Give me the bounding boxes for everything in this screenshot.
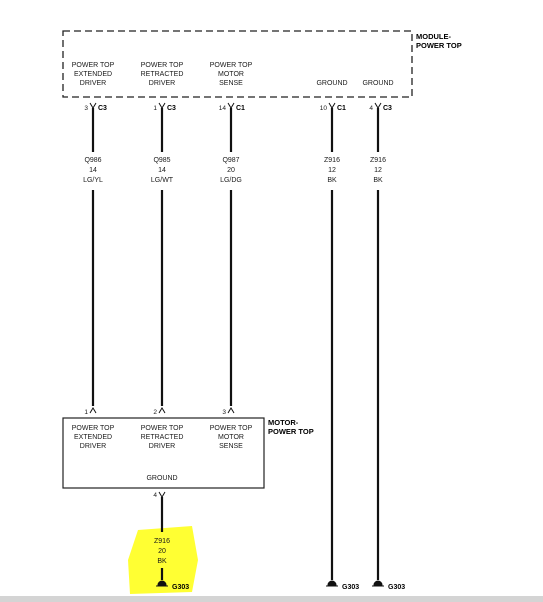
ground-symbol-motor (156, 580, 168, 587)
wire-q985-color: LG/WT (151, 177, 174, 184)
module-pin3-label-l3: SENSE (219, 80, 243, 87)
module-pin1-connector: C3 (98, 105, 107, 112)
motor-pin1-number: 1 (84, 409, 88, 416)
motor-pin2-number: 2 (153, 409, 157, 416)
module-pin5-number: 4 (369, 105, 373, 112)
motor-pin3-number: 3 (222, 409, 226, 416)
module-terminal-2 (158, 102, 166, 109)
ground-symbol-module-b (372, 580, 384, 587)
motor-pin3-label-l2: MOTOR (218, 434, 244, 441)
module-pin2-number: 1 (153, 105, 157, 112)
wire-q987-gauge: 20 (227, 167, 235, 174)
module-pin1-label-l3: DRIVER (80, 80, 106, 87)
wire-q985-gauge: 14 (158, 167, 166, 174)
module-pin4-label-l3: GROUND (316, 80, 347, 87)
motor-title-line2: POWER TOP (268, 427, 314, 436)
module-pin1-label-l1: POWER TOP (72, 62, 115, 69)
module-pin1-label-l2: EXTENDED (74, 71, 112, 78)
motor-pin2-label-l1: POWER TOP (141, 425, 184, 432)
motor-pin3-label-l3: SENSE (219, 443, 243, 450)
wire-z916-a-circuit: Z916 (324, 157, 340, 164)
motor-ground-wire-gauge: 20 (158, 548, 166, 555)
motor-pin1-label-l1: POWER TOP (72, 425, 115, 432)
wire-q986-circuit: Q986 (84, 157, 101, 164)
module-pin1-number: 3 (84, 105, 88, 112)
motor-pin2-label-l3: DRIVER (149, 443, 175, 450)
module-power-top-box (62, 30, 413, 98)
module-terminal-3 (227, 102, 235, 109)
module-pin4-number: 10 (320, 105, 328, 112)
motor-terminal-3 (227, 407, 235, 414)
motor-pin1-label-l3: DRIVER (80, 443, 106, 450)
module-title-line1: MODULE- (416, 32, 451, 41)
module-pin5-connector: C3 (383, 105, 392, 112)
motor-pin3-label-l1: POWER TOP (210, 425, 253, 432)
wire-q987-color: LG/DG (220, 177, 242, 184)
highlight-marker (128, 526, 198, 594)
wire-q986-gauge: 14 (89, 167, 97, 174)
motor-ground-wire-color: BK (157, 558, 167, 565)
module-pin2-label-l1: POWER TOP (141, 62, 184, 69)
wire-q985-circuit: Q985 (153, 157, 170, 164)
wire-z916-a-gauge: 12 (328, 167, 336, 174)
module-pin2-connector: C3 (167, 105, 176, 112)
wire-z916-b-circuit: Z916 (370, 157, 386, 164)
wire-q986-color: LG/YL (83, 177, 103, 184)
wire-z916-b-color: BK (373, 177, 383, 184)
module-pin3-connector: C1 (236, 105, 245, 112)
ground-label-module-a: G303 (342, 584, 359, 591)
motor-ground-pin-number: 4 (153, 492, 157, 499)
bottom-border (0, 596, 543, 602)
module-pin2-label-l2: RETRACTED (141, 71, 184, 78)
ground-symbol-module-a (326, 580, 338, 587)
motor-terminal-2 (158, 407, 166, 414)
wire-q987-circuit: Q987 (222, 157, 239, 164)
motor-terminal-1 (89, 407, 97, 414)
module-pin3-number: 14 (219, 105, 227, 112)
motor-ground-terminal (158, 491, 166, 498)
motor-power-top-box (62, 417, 265, 489)
module-pin5-label-l3: GROUND (362, 80, 393, 87)
motor-pin1-label-l2: EXTENDED (74, 434, 112, 441)
module-pin4-connector: C1 (337, 105, 346, 112)
module-pin3-label-l2: MOTOR (218, 71, 244, 78)
module-title-line2: POWER TOP (416, 41, 462, 50)
motor-ground-wire-circuit: Z916 (154, 538, 170, 545)
module-terminal-5 (374, 102, 382, 109)
ground-label-module-b: G303 (388, 584, 405, 591)
motor-pin2-label-l2: RETRACTED (141, 434, 184, 441)
wire-z916-a-color: BK (327, 177, 337, 184)
motor-title-line1: MOTOR- (268, 418, 299, 427)
module-pin3-label-l1: POWER TOP (210, 62, 253, 69)
motor-ground-label: GROUND (146, 475, 177, 482)
ground-label-motor: G303 (172, 584, 189, 591)
module-terminal-4 (328, 102, 336, 109)
module-pin2-label-l3: DRIVER (149, 80, 175, 87)
wire-z916-b-gauge: 12 (374, 167, 382, 174)
module-terminal-1 (89, 102, 97, 109)
